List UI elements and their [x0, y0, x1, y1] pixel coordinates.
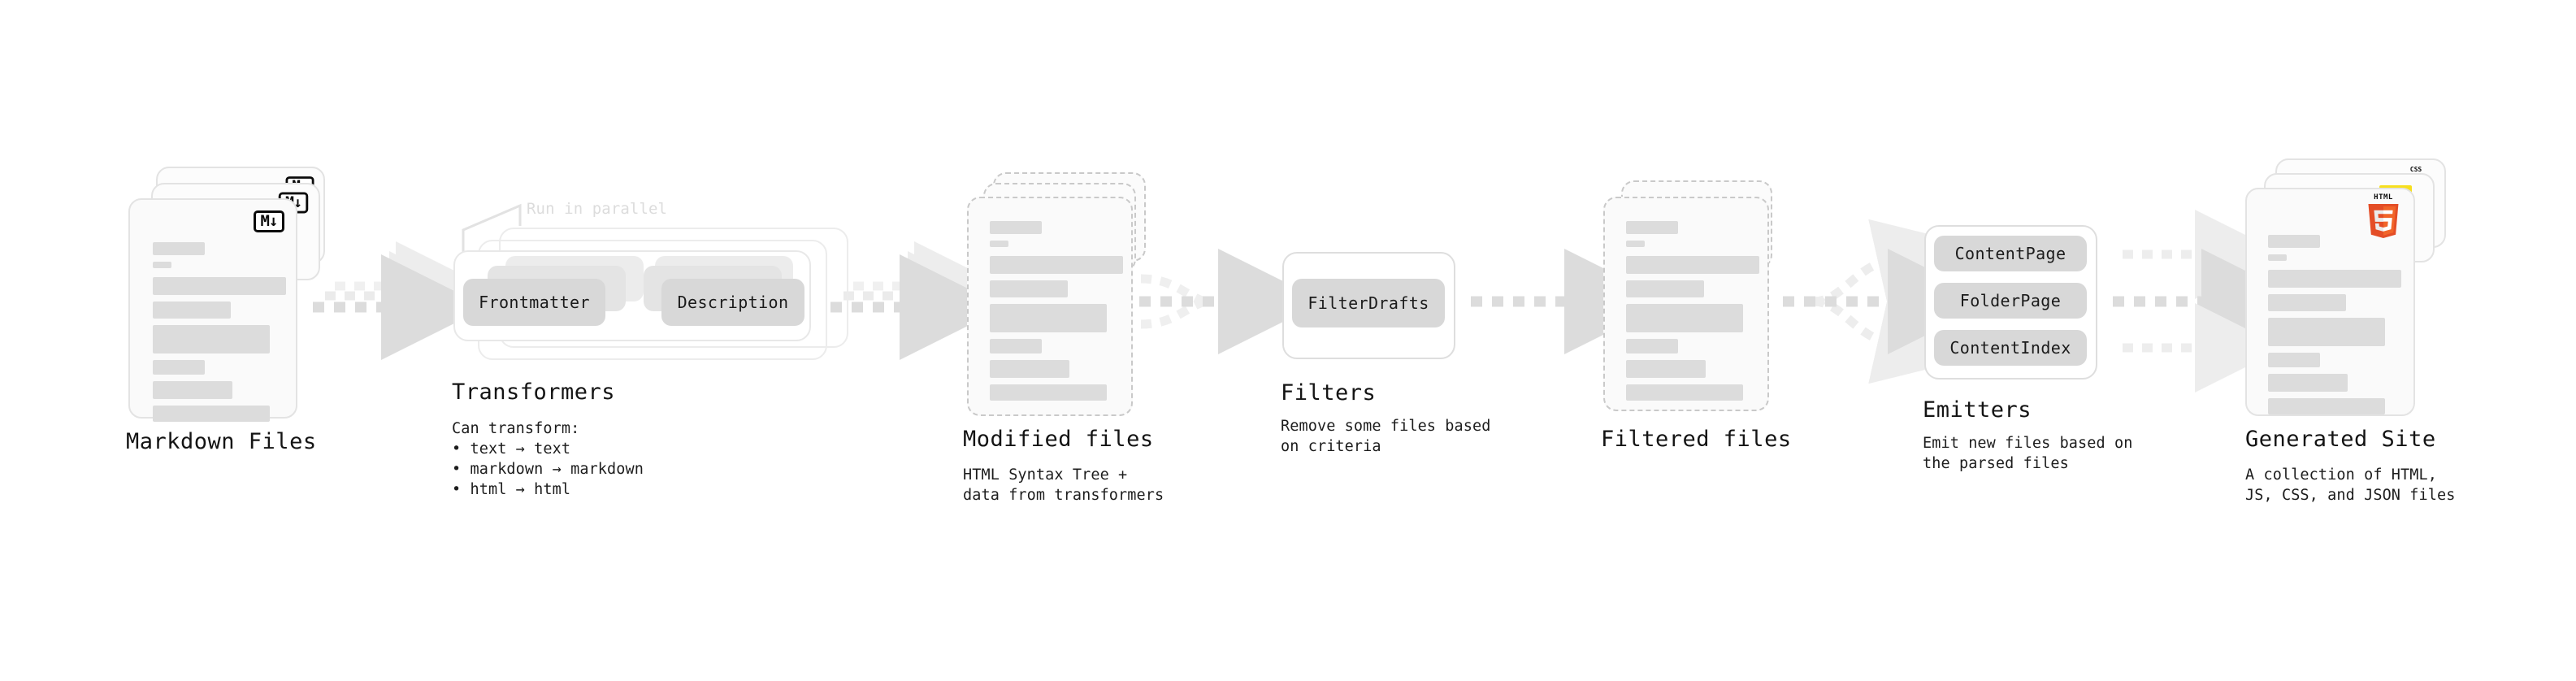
filter-node-filterdrafts[interactable]: FilterDrafts: [1292, 279, 1445, 327]
arrow-modified-to-filters: [1139, 249, 1324, 354]
html5-icon-label: HTML: [2374, 193, 2393, 202]
emitters-title: Emitters: [1923, 397, 2032, 423]
filters-subtitle: Remove some files based on criteria: [1281, 418, 1491, 455]
generated-site-title: Generated Site: [2245, 427, 2436, 452]
site-card-front: HTML: [2245, 188, 2415, 416]
markdown-card-front: M↓: [128, 198, 297, 422]
modified-files-subtitle: HTML Syntax Tree + data from transformer…: [963, 466, 1164, 504]
emitter-node-contentindex[interactable]: ContentIndex: [1934, 330, 2087, 366]
css-icon-label: CSS: [2409, 166, 2422, 173]
arrow-emitters-to-site: [2113, 210, 2307, 393]
modified-content-lines: [990, 221, 1123, 401]
markdown-icon-front: M↓: [254, 210, 284, 232]
emitters-subtitle: Emit new files based on the parsed files: [1923, 435, 2133, 472]
transformers-title: Transformers: [452, 380, 616, 405]
run-in-parallel-label: Run in parallel: [527, 200, 668, 218]
transformer-node-description[interactable]: Description: [661, 279, 804, 326]
filtered-card-front: [1603, 197, 1769, 411]
emitter-node-folderpage[interactable]: FolderPage: [1934, 283, 2087, 319]
transformer-node-frontmatter[interactable]: Frontmatter: [463, 279, 605, 326]
filtered-content-lines: [1626, 221, 1759, 401]
filtered-files-title: Filtered files: [1601, 427, 1792, 452]
transformers-subtitle: Can transform: • text → text • markdown …: [452, 420, 644, 498]
markdown-content-lines: [153, 242, 286, 422]
filters-title: Filters: [1281, 380, 1377, 406]
arrow-filtered-to-emitters: [1783, 219, 1993, 384]
site-content-lines: [2268, 235, 2401, 414]
modified-card-front: [967, 197, 1133, 416]
modified-files-title: Modified files: [963, 427, 1154, 452]
html5-shield-icon: [2368, 204, 2399, 238]
html5-icon: HTML: [2363, 194, 2404, 243]
markdown-files-title: Markdown Files: [126, 429, 317, 454]
generated-site-subtitle: A collection of HTML, JS, CSS, and JSON …: [2245, 466, 2456, 504]
emitter-node-contentpage[interactable]: ContentPage: [1934, 236, 2087, 271]
arrow-markdown-to-transformers: [313, 241, 487, 360]
